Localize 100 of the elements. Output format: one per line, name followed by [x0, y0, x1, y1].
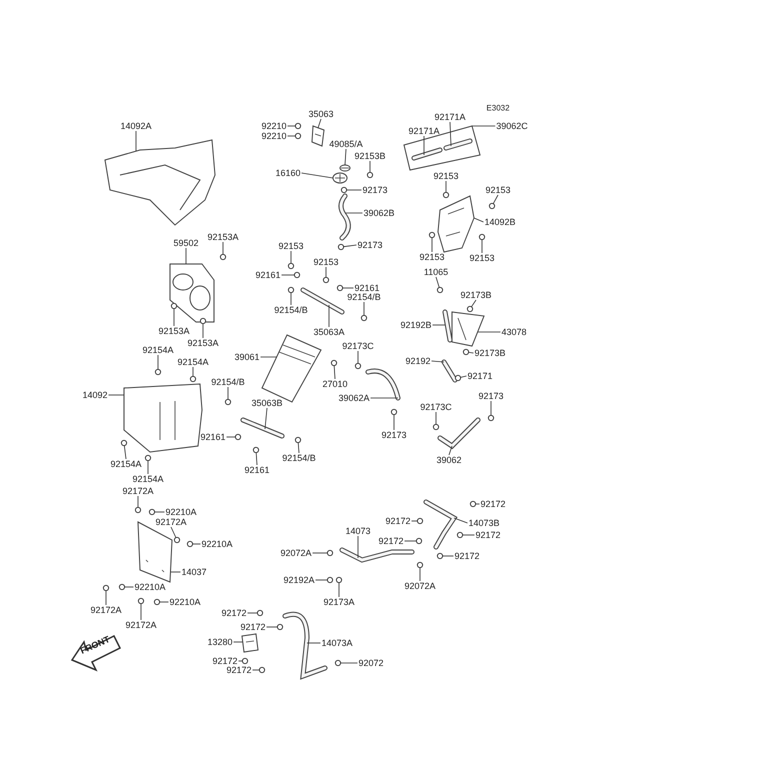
part-number: 35063A — [312, 327, 346, 337]
part-number: 11065 — [422, 267, 450, 277]
leader-line — [404, 540, 417, 542]
part-number: 39062A — [337, 393, 371, 403]
fastener-icon — [138, 598, 144, 604]
leader-line — [334, 365, 336, 380]
part-number: 92210A — [133, 582, 167, 592]
part-number: 92173C — [341, 341, 375, 351]
fastener-icon — [322, 276, 330, 284]
leader-line — [328, 304, 330, 328]
fastener-icon — [336, 284, 344, 292]
part-number: 92171A — [407, 126, 441, 136]
fastener-icon — [416, 562, 424, 568]
leader-line — [431, 360, 444, 362]
reservoir-drawing — [452, 311, 485, 347]
fastener-icon — [144, 454, 152, 462]
part-number: 92154/B — [210, 377, 246, 387]
part-number: 92153A — [206, 232, 240, 242]
part-number: 92173B — [473, 348, 507, 358]
part-number: 92172A — [124, 620, 158, 630]
part-number: 14073A — [320, 638, 354, 648]
fastener-icon — [478, 234, 486, 240]
fastener-icon — [276, 624, 284, 630]
part-number: 92154/B — [281, 453, 317, 463]
fastener-icon — [186, 540, 194, 548]
part-number: 92173B — [459, 290, 493, 300]
leader-line — [492, 194, 498, 204]
part-number: 92172 — [220, 608, 248, 618]
fastener-icon — [428, 232, 436, 238]
fastener-icon — [488, 202, 496, 210]
fastener-icon — [288, 286, 294, 294]
fastener-icon — [220, 254, 226, 260]
fastener-icon — [174, 536, 180, 544]
leader-line — [344, 212, 363, 214]
part-number: 92172A — [154, 517, 188, 527]
leader-line — [222, 242, 224, 255]
part-number: 92210A — [200, 539, 234, 549]
part-number: 27010 — [321, 379, 349, 389]
cover-drawing — [104, 139, 216, 226]
fastener-icon — [148, 508, 156, 516]
fastener-icon — [330, 360, 338, 366]
fastener-icon — [294, 272, 300, 278]
fastener-icon — [466, 306, 474, 312]
leader-line — [192, 366, 194, 377]
part-number: 92153A — [157, 326, 191, 336]
part-number: 92192A — [282, 575, 316, 585]
part-number: 92154A — [131, 474, 165, 484]
part-number: 49085/A — [328, 139, 364, 149]
part-number: 92192B — [399, 320, 433, 330]
fastener-icon — [224, 398, 232, 406]
part-number: 14037 — [180, 567, 208, 577]
part-number: 35063 — [307, 109, 335, 119]
tube-drawing — [442, 360, 458, 382]
leader-line — [436, 276, 440, 288]
part-number: 92171A — [433, 112, 467, 122]
bracket-drawing — [311, 125, 325, 147]
leader-line — [108, 394, 124, 396]
leader-line — [343, 244, 357, 248]
fastener-icon — [294, 436, 302, 444]
fastener-icon — [416, 538, 422, 544]
part-number: 39062 — [435, 455, 463, 465]
leader-line — [474, 218, 484, 222]
fastener-icon — [134, 506, 142, 514]
bracket-drawing — [240, 418, 284, 438]
part-number: 92192 — [404, 356, 432, 366]
part-number: 92172A — [121, 486, 155, 496]
leader-line — [448, 446, 452, 456]
part-number: 92173C — [419, 402, 453, 412]
hose-drawing — [338, 194, 351, 240]
kit-frame — [403, 125, 481, 171]
leader-line — [260, 356, 278, 358]
shroud-drawing — [124, 383, 202, 453]
clamp-drawing — [241, 633, 259, 653]
fastener-icon — [154, 368, 162, 376]
part-number: 14073B — [467, 518, 501, 528]
leader-line — [462, 534, 475, 536]
part-number: 92172 — [211, 656, 239, 666]
thermostat-drawing — [332, 172, 348, 184]
part-number: 92172 — [474, 530, 502, 540]
fastener-icon — [120, 440, 128, 446]
leader-line — [306, 642, 321, 644]
leader-line — [312, 552, 328, 554]
fastener-icon — [442, 192, 450, 198]
leader-line — [298, 442, 300, 454]
part-number: 92210 — [260, 121, 288, 131]
part-number: 92161 — [254, 270, 282, 280]
leader-line — [170, 526, 176, 538]
part-number: 92154/B — [346, 292, 382, 302]
leader-line — [281, 274, 295, 276]
part-number: 13280 — [206, 637, 234, 647]
part-number: 92153 — [418, 252, 446, 262]
cap-drawing — [340, 164, 350, 172]
part-number: 59502 — [172, 238, 200, 248]
leader-line — [450, 122, 452, 146]
fastener-icon — [390, 408, 398, 416]
leader-line — [140, 603, 142, 620]
part-number: 92154A — [141, 345, 175, 355]
fastener-icon — [288, 262, 294, 270]
part-number: 92161 — [243, 465, 271, 475]
fastener-icon — [456, 532, 464, 538]
